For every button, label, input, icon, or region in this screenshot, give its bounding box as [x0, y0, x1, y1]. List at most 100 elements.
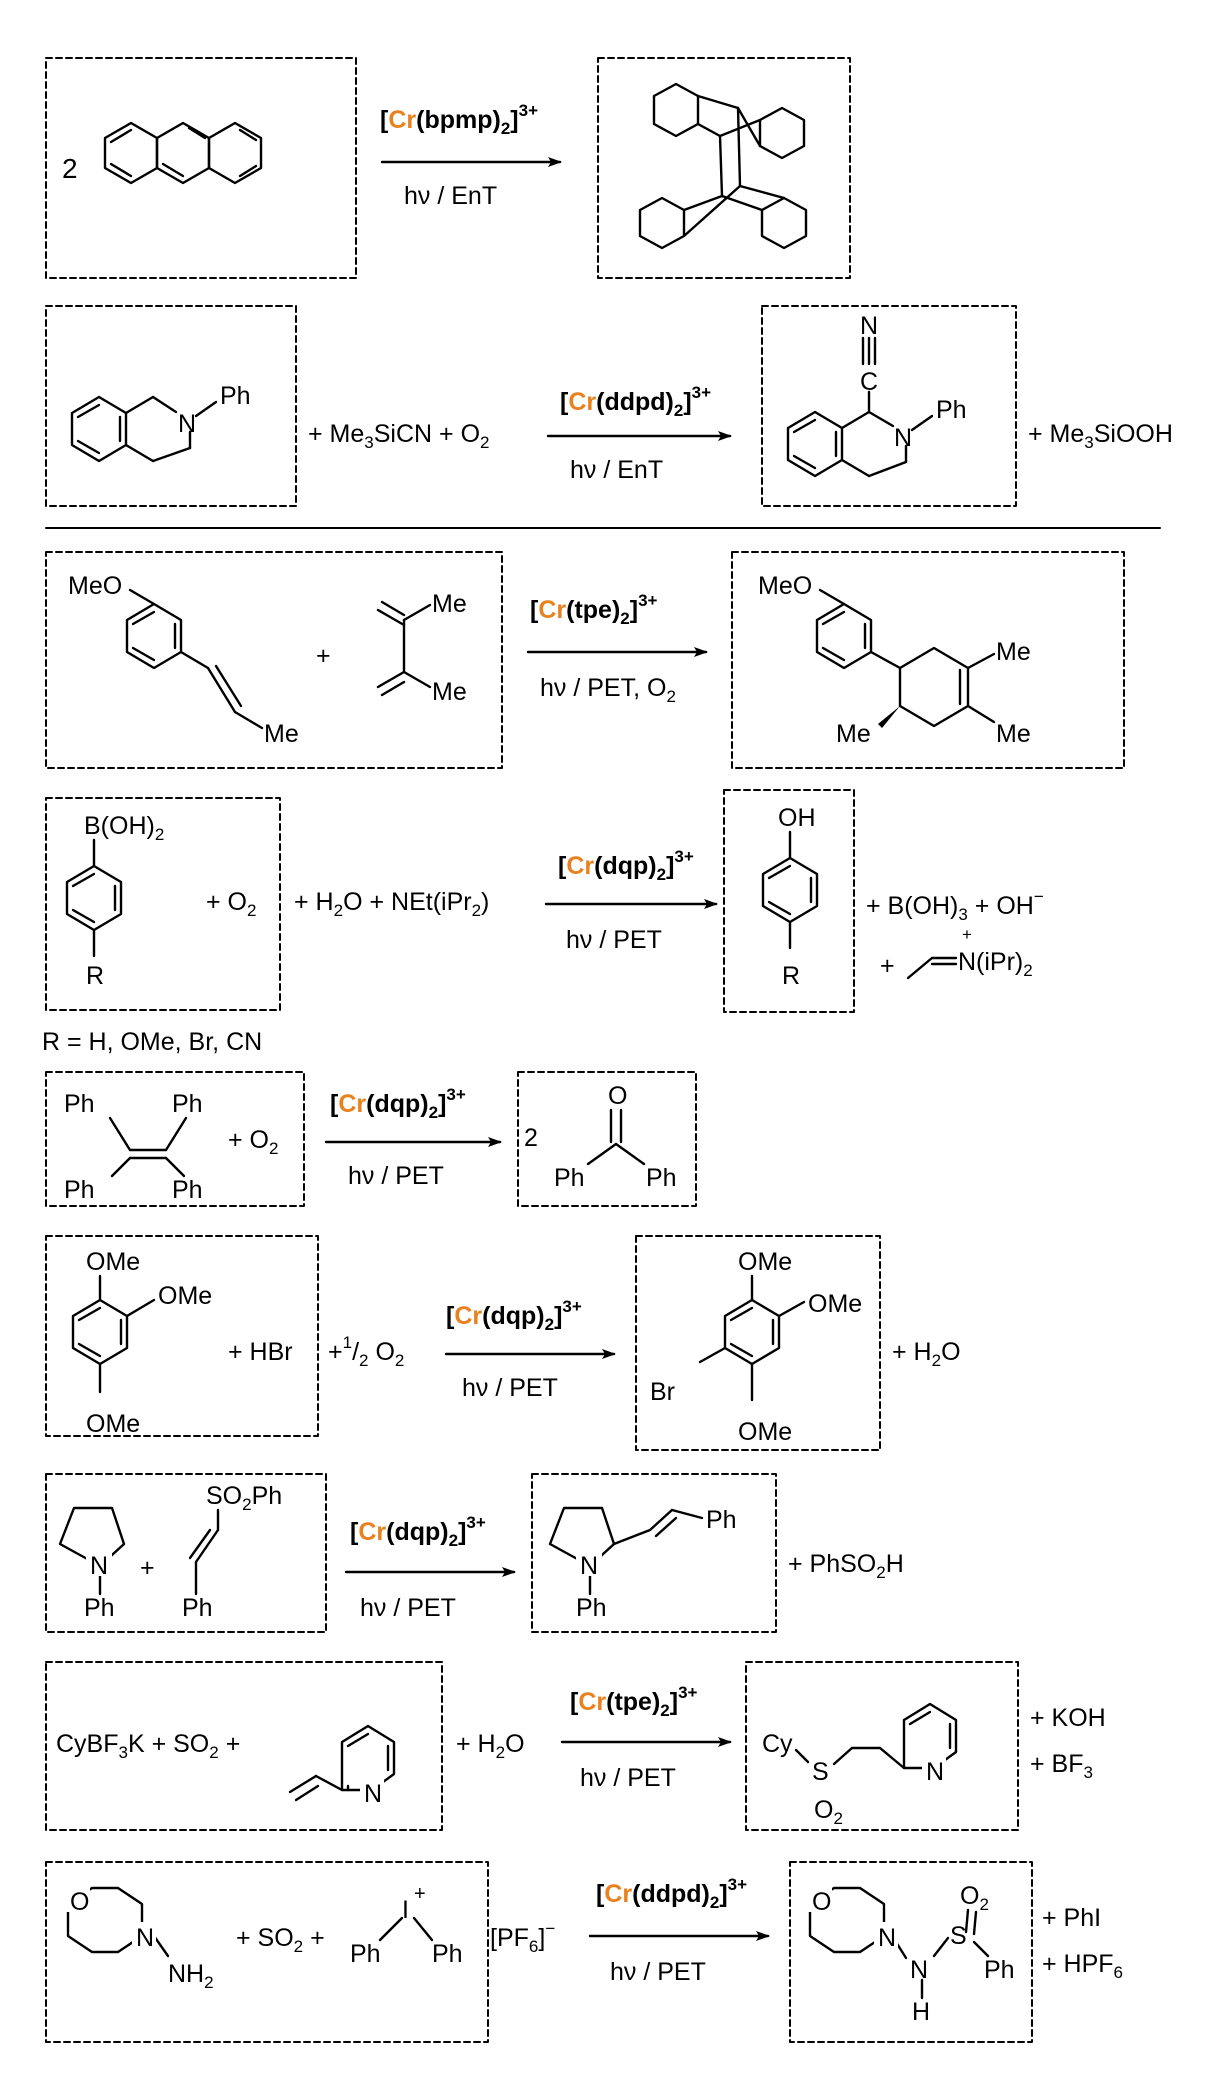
phenyl-2: Ph [172, 1090, 203, 1118]
benzophenone-structure [586, 1108, 646, 1166]
dimethylbutadiene-structure [376, 600, 432, 697]
product-Ph-2: Ph [706, 1506, 737, 1534]
pyrrolidine-Ph: Ph [84, 1594, 115, 1622]
bromotrimethoxybenzene-structure [698, 1274, 806, 1402]
conditions: hν / EnT [570, 456, 663, 484]
reaction-8: CyBF3K + SO2 + N + H2O [Cr(tpe)2]3+ hν /… [45, 1661, 1106, 1831]
sulfonyl-O: O2 [814, 1796, 843, 1828]
reagents: + HBr [228, 1338, 293, 1366]
dashed-box [45, 57, 357, 279]
amine-Ph: Ph [220, 382, 251, 410]
dashed-box [723, 789, 855, 1013]
conditions: hν / PET [566, 926, 662, 954]
reagents-2: + H2O [456, 1730, 525, 1762]
product-N: N [580, 1552, 598, 1580]
catalyst: [Cr(dqp)2]3+ [446, 1297, 582, 1334]
dashed-box [761, 305, 1017, 507]
byproduct-2: + HPF6 [1042, 1950, 1123, 1982]
iminium-structure [906, 956, 958, 980]
product-N-1: N [878, 1924, 896, 1952]
conditions: hν / EnT [404, 182, 497, 210]
product-Ph: Ph [936, 396, 967, 424]
reagents: + SO2 + [236, 1924, 325, 1956]
iodonium-I: I [402, 1896, 409, 1924]
catalyst: [Cr(dqp)2]3+ [558, 847, 694, 884]
reaction-4: B(OH)2 R + O2 + H2O + NEt(iPr2) [Cr(dqp)… [42, 789, 1044, 1056]
trimethoxybenzene-structure [71, 1274, 156, 1394]
label-mask [874, 1922, 898, 1948]
reagents: + O2 [228, 1126, 278, 1158]
sulfonyl-label: SO2Ph [206, 1482, 282, 1514]
cyclohexyl-label: Cy [762, 1730, 793, 1758]
reaction-5: Ph Ph Ph Ph + O2 [Cr(dqp)2]3+ hν / PET 2… [45, 1071, 697, 1207]
catalyst: [Cr(tpe)2]3+ [570, 1683, 698, 1720]
product-N: N [894, 424, 912, 452]
dashed-box [45, 305, 297, 507]
reagents: + Me3SiCN + O2 [308, 420, 490, 452]
dianthracene-structure [638, 82, 808, 250]
dashed-box [45, 797, 281, 1011]
dashed-box [45, 551, 503, 769]
benzophenone-O: O [608, 1082, 627, 1110]
iodonium-Ph-1: Ph [350, 1940, 381, 1968]
product-methyl-2: Me [996, 720, 1031, 748]
phenyl-1: Ph [64, 1090, 95, 1118]
pyridine-N: N [364, 1780, 382, 1808]
catalyst: [Cr(ddpd)2]3+ [560, 383, 711, 420]
anethole-structure [125, 588, 264, 730]
product-S: S [950, 1922, 967, 1950]
tetrahydroisoquinoline-structure [70, 395, 218, 463]
conditions: hν / PET [348, 1162, 444, 1190]
label-mask [86, 1552, 112, 1576]
nitrile-N: N [860, 312, 878, 340]
byproduct: + H2O [892, 1338, 961, 1370]
catalyst: [Cr(bpmp)2]3+ [380, 101, 538, 138]
catalyst: [Cr(dqp)2]3+ [350, 1513, 486, 1550]
iminium-plus: + [962, 925, 972, 944]
reaction-3: MeO Me + Me Me [Cr(tpe)2]3+ hν / PET, O2… [45, 551, 1125, 769]
product-methoxy: MeO [758, 572, 812, 600]
label-mask [360, 1778, 384, 1802]
dashed-box [731, 551, 1125, 769]
benzophenone-Ph-1: Ph [554, 1164, 585, 1192]
byproduct-1: + PhI [1042, 1904, 1101, 1932]
product-N-2: N [910, 1956, 928, 1984]
conditions: hν / PET [462, 1374, 558, 1402]
plus: + [316, 642, 331, 670]
methoxy-2: OMe [158, 1282, 212, 1310]
methyl-label: Me [264, 720, 299, 748]
byproduct: + PhSO2H [788, 1550, 904, 1582]
amine-N: N [178, 410, 196, 438]
nitrile-C: C [860, 368, 878, 396]
diene-methyl-1: Me [432, 590, 467, 618]
reaction-9: O N NH2 + SO2 + Ph I + Ph [PF6]− [Cr(ddp… [45, 1861, 1123, 2043]
morpholine-O: O [70, 1888, 89, 1916]
dashed-box [45, 1861, 489, 2043]
product-O2: O2 [960, 1882, 989, 1914]
product-Ph: Ph [576, 1594, 607, 1622]
catalyst: [Cr(ddpd)2]3+ [596, 1875, 747, 1912]
plus: + [140, 1554, 155, 1582]
reaction-2: N Ph + Me3SiCN + O2 [Cr(ddpd)2]3+ hν / E… [45, 305, 1173, 507]
byproduct-2: + BF3 [1030, 1750, 1093, 1782]
allylic-amine-structure [548, 1506, 704, 1596]
dashed-box [45, 1473, 327, 1633]
phenylpyrrolidine-structure [58, 1506, 126, 1596]
phenol-structure [761, 830, 819, 950]
dashed-box [45, 1661, 443, 1831]
product-methoxy-1: OMe [738, 1248, 792, 1276]
product-methoxy-2: OMe [808, 1290, 862, 1318]
dashed-box [517, 1071, 697, 1207]
dashed-box [45, 1235, 319, 1437]
dashed-box [789, 1861, 1033, 2043]
morpholine-N: N [136, 1924, 154, 1952]
vinylsulfone-structure [188, 1508, 220, 1596]
reagents: CyBF3K + SO2 + [56, 1730, 240, 1762]
pyrrolidine-N: N [90, 1552, 108, 1580]
product-pyridine-N: N [926, 1758, 944, 1786]
iodonium-plus: + [414, 1883, 426, 1905]
phenyl-3: Ph [64, 1176, 95, 1204]
product-methoxy-3: OMe [738, 1418, 792, 1446]
